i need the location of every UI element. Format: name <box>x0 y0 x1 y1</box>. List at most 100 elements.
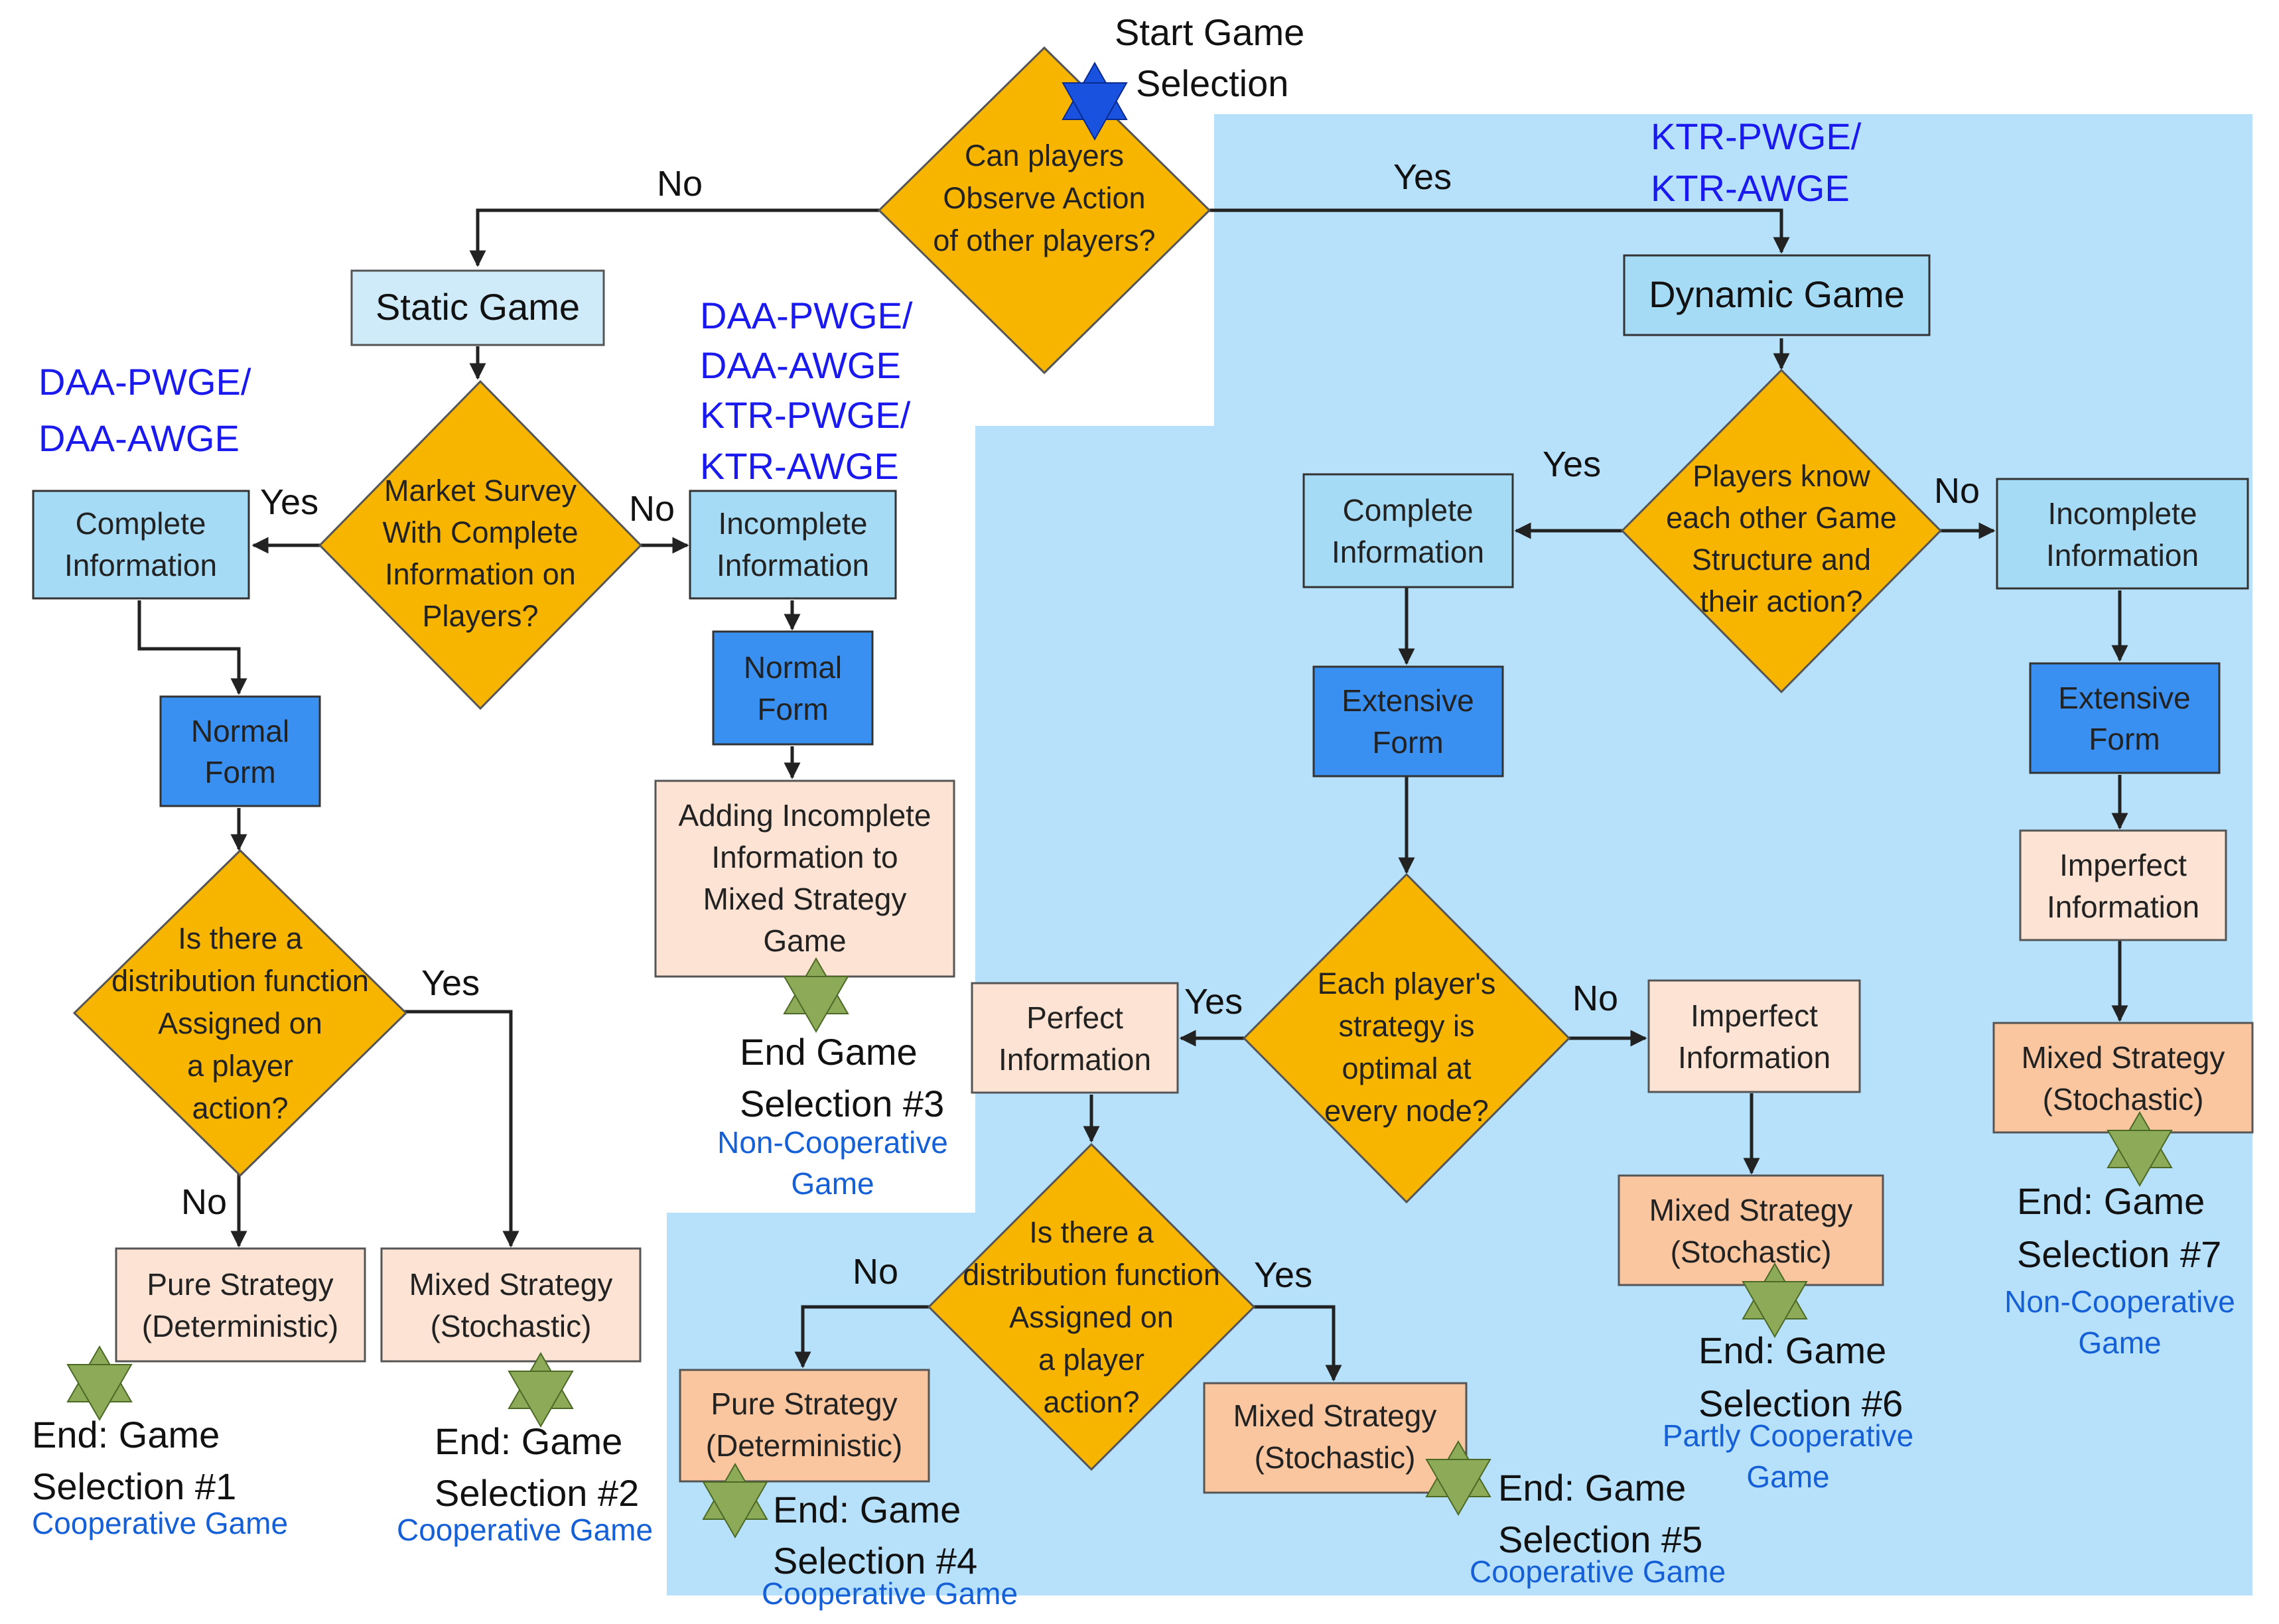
end-star-icon <box>508 1352 574 1428</box>
end-selection-5: End: Game Selection #5 Cooperative Game <box>1470 1467 1726 1589</box>
connectors <box>137 208 2128 1382</box>
start-line: Start Game <box>1115 11 1304 53</box>
end-line: Selection #2 <box>435 1472 639 1514</box>
end-selection-4: End: Game Selection #4 Cooperative Game <box>762 1489 1018 1611</box>
box-line: Incomplete <box>2047 496 2197 531</box>
edge-label-no: No <box>181 1182 227 1222</box>
box-line: Information <box>999 1042 1151 1077</box>
decision-line: action? <box>192 1091 288 1125</box>
dynamic-game-box: Dynamic Game <box>1623 254 1931 336</box>
box-line: Mixed Strategy <box>703 882 907 916</box>
box-line: (Stochastic) <box>1255 1440 1416 1475</box>
decision-line: optimal at <box>1342 1051 1472 1085</box>
end-line: Selection #6 <box>1698 1383 1903 1424</box>
annotation-daa-ktr-mid: DAA-PWGE/ DAA-AWGE KTR-PWGE/ KTR-AWGE <box>700 295 913 487</box>
end-selection-1: End: Game Selection #1 Cooperative Game <box>32 1414 288 1540</box>
decision-line: Is there a <box>178 921 303 955</box>
decision-line: their action? <box>1700 584 1862 618</box>
imperfect-information-box-right: Imperfect Information <box>2019 829 2227 941</box>
box-line: (Deterministic) <box>142 1309 338 1343</box>
edge-label-yes: Yes <box>1543 444 1601 484</box>
decision-line: Assigned on <box>158 1006 322 1040</box>
box-line: Information <box>1678 1040 1830 1075</box>
end-line: Selection #3 <box>740 1083 944 1124</box>
decision-line: Market Survey <box>384 474 577 508</box>
end-selection-7: End: Game Selection #7 Non-Cooperative G… <box>2004 1180 2235 1360</box>
mixed-strategy-box-right: Mixed Strategy (Stochastic) <box>1992 1022 2254 1134</box>
decision-line: Observe Action <box>943 181 1145 215</box>
decision-line: With Complete <box>382 515 578 549</box>
game-type-label: Cooperative Game <box>397 1513 653 1547</box>
game-type-label: Non-Cooperative <box>2004 1284 2235 1319</box>
mixed-strategy-box-left: Mixed Strategy (Stochastic) <box>380 1247 642 1363</box>
box-line: Imperfect <box>2059 848 2187 882</box>
edge-label-yes: Yes <box>1254 1255 1312 1295</box>
box-line: (Stochastic) <box>2043 1082 2204 1116</box>
game-type-label: Game <box>1746 1459 1829 1494</box>
box-line: Information <box>717 548 869 582</box>
end-star-icon <box>2106 1111 2173 1187</box>
game-type-label: Game <box>791 1166 874 1201</box>
edge-label-no: No <box>1572 979 1618 1018</box>
box-line: Extensive <box>2058 681 2190 715</box>
box-line: Complete <box>76 506 206 541</box>
end-star-icon <box>66 1345 133 1421</box>
decision-line: action? <box>1043 1385 1139 1419</box>
edge-label-no: No <box>657 164 703 204</box>
box-line: Pure Strategy <box>711 1387 897 1421</box>
decision-distribution-dynamic: Is there a distribution function Assigne… <box>927 1142 1256 1471</box>
annotation-line: DAA-AWGE <box>38 417 240 459</box>
decision-line: Can players <box>965 139 1124 172</box>
decision-distribution-static: Is there a distribution function Assigne… <box>72 848 408 1178</box>
box-line: Form <box>204 755 275 789</box>
edge-labels: No Yes Yes No Yes No Yes No Yes No No Ye… <box>181 157 1980 1295</box>
decision-line: every node? <box>1324 1094 1489 1128</box>
pure-strategy-box-left: Pure Strategy (Deterministic) <box>115 1247 366 1363</box>
annotation-line: KTR-AWGE <box>700 445 899 487</box>
end-line: Selection #5 <box>1498 1519 1702 1560</box>
end-line: End: Game <box>773 1489 961 1530</box>
box-line: Mixed Strategy <box>409 1267 613 1302</box>
box-line: Information <box>1332 535 1484 569</box>
box-line: Form <box>757 692 828 726</box>
normal-form-box-left: Normal Form <box>159 695 321 807</box>
box-line: Mixed Strategy <box>1233 1398 1437 1433</box>
start-label: Start Game Selection <box>1115 11 1304 104</box>
annotation-line: KTR-AWGE <box>1651 167 1850 209</box>
end-selection-6: End: Game Selection #6 Partly Cooperativ… <box>1663 1329 1913 1494</box>
box-line: Mixed Strategy <box>1649 1193 1853 1227</box>
decision-optimal-node: Each player's strategy is optimal at eve… <box>1242 872 1571 1204</box>
end-line: End: Game <box>2017 1180 2205 1222</box>
complete-information-box-static: Complete Information <box>32 490 250 600</box>
extensive-form-box-right: Extensive Form <box>2029 662 2221 774</box>
box-line: Information <box>2046 538 2199 573</box>
box-line: (Deterministic) <box>706 1428 902 1463</box>
end-line: Selection #1 <box>32 1465 236 1507</box>
annotation-line: DAA-AWGE <box>700 344 901 386</box>
decision-line: Is there a <box>1029 1215 1154 1249</box>
edge-label-yes: Yes <box>1184 982 1243 1022</box>
box-line: Extensive <box>1342 683 1474 718</box>
end-selection-2: End: Game Selection #2 Cooperative Game <box>397 1420 653 1547</box>
end-star-icon <box>702 1463 768 1538</box>
imperfect-information-box-mid: Imperfect Information <box>1647 979 1861 1093</box>
decision-line: Assigned on <box>1009 1300 1174 1334</box>
box-line: Imperfect <box>1691 998 1818 1033</box>
edge-label-no: No <box>853 1252 898 1292</box>
decision-line: Information on <box>385 557 576 591</box>
edge-label-yes: Yes <box>421 963 480 1003</box>
adding-incomplete-information-box: Adding Incomplete Information to Mixed S… <box>654 779 955 978</box>
box-line: Adding Incomplete <box>678 798 931 833</box>
box-line: (Stochastic) <box>1671 1235 1832 1269</box>
decision-line: Each player's <box>1318 967 1496 1000</box>
decision-line: a player <box>1038 1343 1144 1377</box>
end-line: End Game <box>740 1031 918 1073</box>
normal-form-box-mid: Normal Form <box>712 630 874 746</box>
box-line: Game <box>763 923 846 958</box>
perfect-information-box: Perfect Information <box>971 982 1179 1094</box>
box-line: Form <box>1372 725 1443 760</box>
game-type-label: Cooperative Game <box>1470 1554 1726 1589</box>
incomplete-information-box-dynamic: Incomplete Information <box>1996 478 2249 590</box>
end-line: Selection #4 <box>773 1540 977 1582</box>
